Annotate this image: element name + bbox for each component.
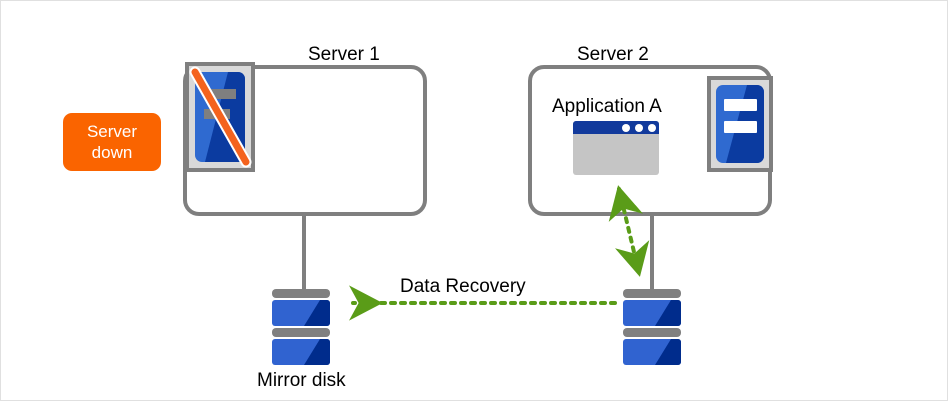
server-icon-online bbox=[707, 76, 773, 172]
server-icon-offline bbox=[185, 62, 255, 172]
mirror-disk-label: Mirror disk bbox=[257, 370, 346, 391]
dotted-double-arrow-icon bbox=[608, 185, 650, 277]
mirror-disk-icon bbox=[272, 289, 330, 365]
status-badge-line2: down bbox=[91, 143, 133, 162]
status-badge-line1: Server bbox=[86, 121, 138, 141]
application-a-label: Application A bbox=[552, 96, 662, 117]
status-badge-server-down: Server down bbox=[63, 113, 161, 171]
server2-title: Server 2 bbox=[577, 44, 649, 65]
server1-title: Server 1 bbox=[308, 44, 380, 65]
disk-icon bbox=[623, 289, 681, 365]
data-recovery-label: Data Recovery bbox=[400, 276, 526, 297]
application-window-icon bbox=[573, 121, 659, 175]
